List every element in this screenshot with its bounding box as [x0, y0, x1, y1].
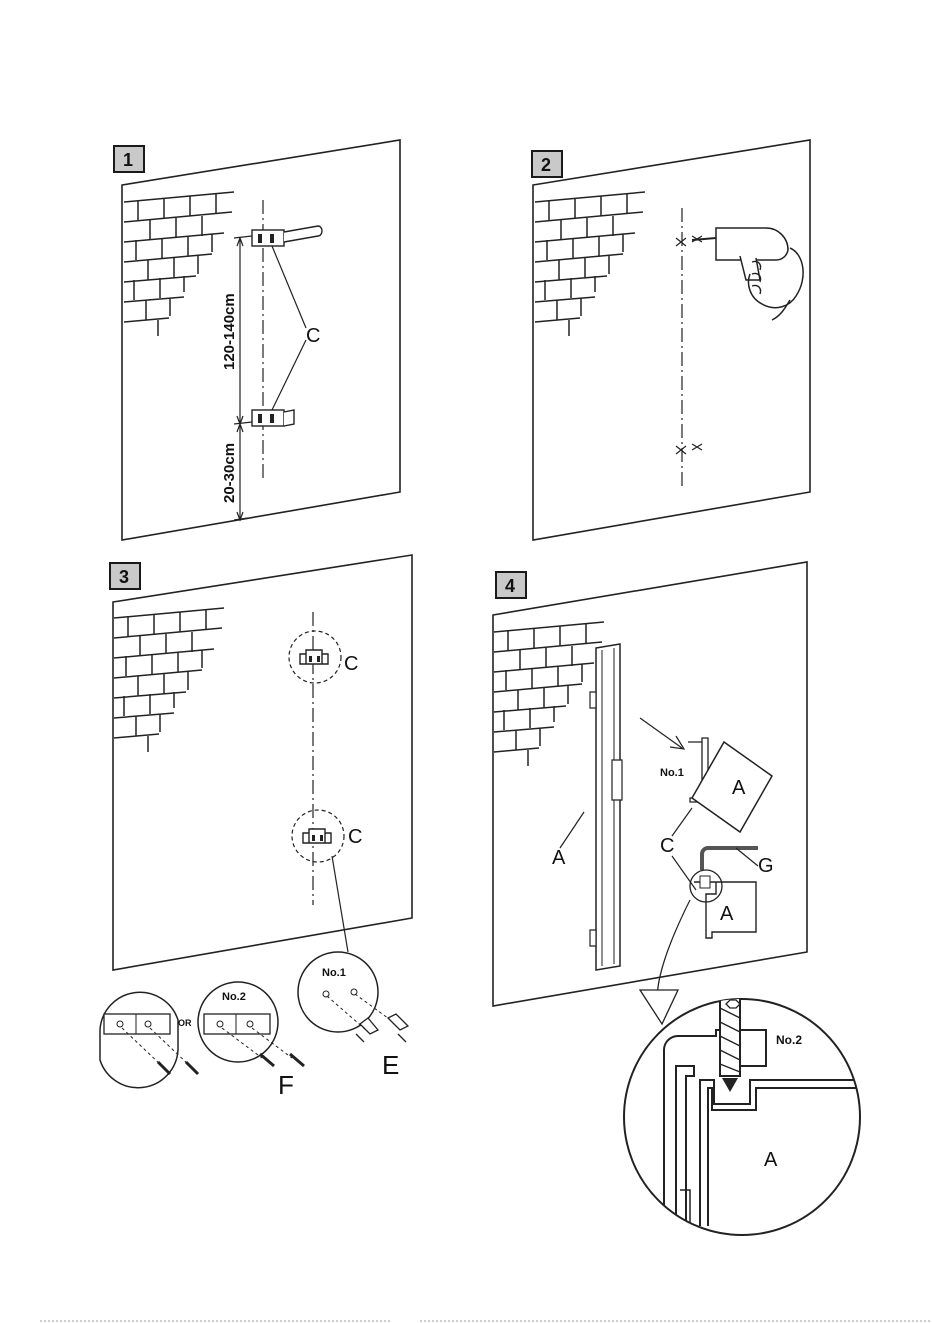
- svg-text:No.2: No.2: [222, 991, 246, 1003]
- anchor-label-e: E: [382, 1050, 399, 1080]
- case-label-zoom: A: [764, 1149, 778, 1171]
- step-1-panel: 120-140cm 20-30cm C: [122, 140, 400, 540]
- case-label-mid: A: [720, 903, 734, 925]
- detail-no1: No.1 E: [298, 952, 408, 1080]
- step-4-panel: A No.1 A G C A: [493, 562, 807, 1024]
- svg-text:3: 3: [119, 567, 129, 587]
- step-badge-3: 3: [110, 563, 140, 589]
- step-badge-1: 1: [114, 146, 144, 172]
- bracket-label-c-top: C: [344, 653, 358, 675]
- step-2-panel: [533, 140, 810, 540]
- zoom-detail: No.2 A: [624, 996, 870, 1235]
- detail-option-a: [100, 992, 198, 1087]
- bracket-label-c: C: [660, 835, 674, 857]
- svg-text:4: 4: [505, 576, 515, 596]
- svg-text:2: 2: [541, 155, 551, 175]
- dim-lower-label: 20-30cm: [221, 443, 238, 503]
- key-label-g: G: [758, 855, 774, 877]
- dim-upper-label: 120-140cm: [221, 293, 238, 370]
- or-label: OR: [178, 1018, 192, 1028]
- svg-text:1: 1: [123, 150, 133, 170]
- bracket-label-c: C: [306, 325, 320, 347]
- step-badge-4: 4: [496, 572, 526, 598]
- case-label-left: A: [552, 847, 566, 869]
- step-badge-2: 2: [532, 151, 562, 177]
- step-3-panel: C C No.1 E OR: [100, 555, 412, 1100]
- screw-label-f: F: [278, 1070, 294, 1100]
- zoom-no2-label: No.2: [776, 1033, 802, 1047]
- bracket-bottom: [252, 410, 294, 426]
- case-label-top: A: [732, 777, 746, 799]
- bracket-label-c-bottom: C: [348, 826, 362, 848]
- detail-no2: No.2 F: [198, 982, 304, 1100]
- svg-text:No.1: No.1: [322, 967, 346, 979]
- step4-no1-label: No.1: [660, 767, 684, 779]
